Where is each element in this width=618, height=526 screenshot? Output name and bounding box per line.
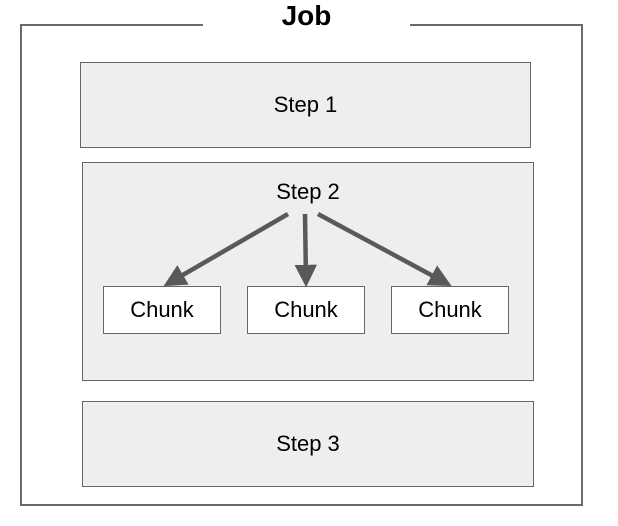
chunk-label: Chunk	[274, 297, 338, 322]
arrow-to-chunk-1	[163, 212, 290, 287]
job-frame-left	[20, 24, 22, 506]
chunk-box-1: Chunk	[103, 286, 221, 334]
chunk-box-3: Chunk	[391, 286, 509, 334]
step-1-box: Step 1	[80, 62, 531, 148]
step-1-label: Step 1	[273, 92, 338, 117]
job-frame-top-right	[410, 24, 583, 26]
arrow-to-chunk-2	[294, 213, 318, 288]
step-3-label: Step 3	[276, 431, 340, 456]
chunk-label: Chunk	[130, 297, 194, 322]
job-title: Job	[281, 0, 332, 31]
job-frame-top-left	[20, 24, 203, 26]
step-3-box: Step 3	[82, 401, 534, 487]
step-2-label: Step 2	[276, 179, 340, 204]
arrow-to-chunk-3	[316, 212, 452, 286]
chunk-label: Chunk	[418, 297, 482, 322]
job-frame-bottom	[20, 504, 583, 506]
chunk-box-2: Chunk	[247, 286, 365, 334]
job-frame-right	[581, 24, 583, 506]
